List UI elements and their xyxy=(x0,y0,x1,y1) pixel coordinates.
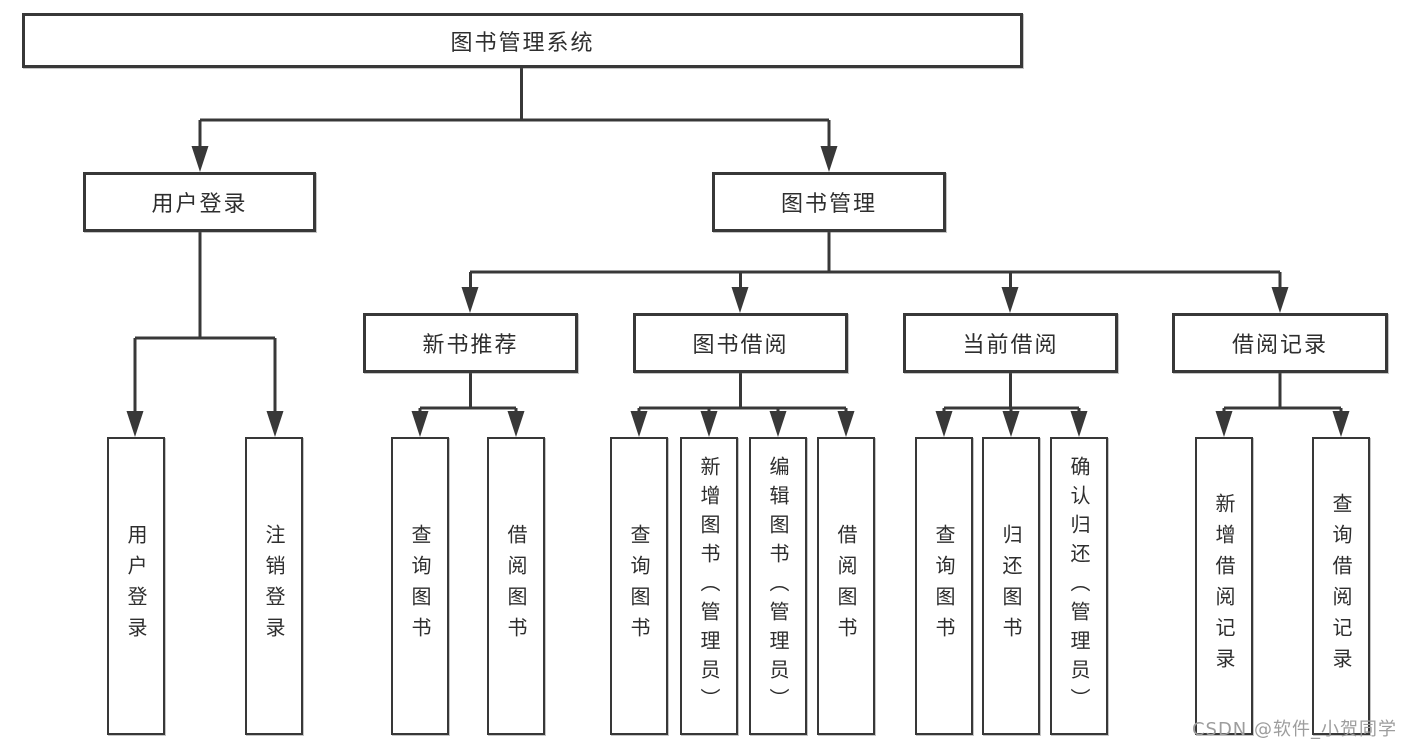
leaf-query-borrow-record: 查询借阅记录 xyxy=(1312,437,1370,735)
node-new-book-recommendation: 新书推荐 xyxy=(363,313,578,373)
node-book-borrowing: 图书借阅 xyxy=(633,313,848,373)
csdn-watermark: CSDN @软件_小贺同学 xyxy=(1191,719,1397,740)
leaf-return-books: 归还图书 xyxy=(982,437,1040,735)
node-library-management-system: 图书管理系统 xyxy=(22,13,1023,68)
node-book-management: 图书管理 xyxy=(712,172,946,232)
leaf-logout: 注销登录 xyxy=(245,437,303,735)
leaf-query-books: 查询图书 xyxy=(610,437,668,735)
leaf-borrow-books: 借阅图书 xyxy=(487,437,545,735)
node-current-borrowing: 当前借阅 xyxy=(903,313,1118,373)
leaf-confirm-return-admin: 确认归还（管理员） xyxy=(1050,437,1108,735)
node-user-login: 用户登录 xyxy=(83,172,316,232)
leaf-query-books: 查询图书 xyxy=(391,437,449,735)
leaf-user-login: 用户登录 xyxy=(107,437,165,735)
node-borrowing-records: 借阅记录 xyxy=(1172,313,1388,373)
leaf-query-books: 查询图书 xyxy=(915,437,973,735)
leaf-add-borrow-record: 新增借阅记录 xyxy=(1195,437,1253,735)
leaf-edit-books-admin: 编辑图书（管理员） xyxy=(749,437,807,735)
leaf-borrow-books: 借阅图书 xyxy=(817,437,875,735)
leaf-add-books-admin: 新增图书（管理员） xyxy=(680,437,738,735)
